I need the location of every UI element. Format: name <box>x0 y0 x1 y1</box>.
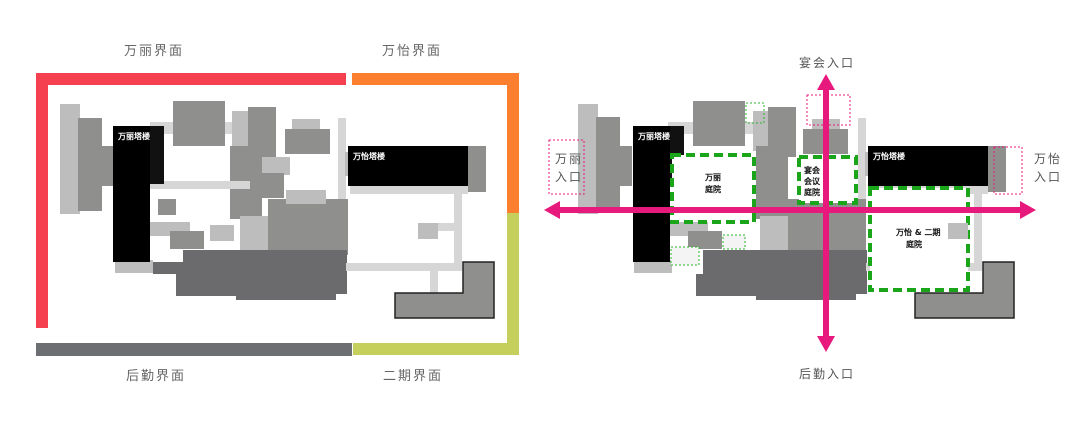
path <box>974 190 982 270</box>
dotted-green-mark <box>745 102 765 124</box>
wanli-interface-label: 万丽界面 <box>124 44 184 59</box>
light-mass <box>115 260 153 273</box>
mid-mass <box>618 146 632 186</box>
wanyi-tower <box>868 146 988 186</box>
mid-mass <box>262 173 284 198</box>
dark-mass <box>176 274 236 296</box>
mid-mass <box>78 118 102 211</box>
dark-mass <box>236 288 336 300</box>
light-mass <box>262 157 290 175</box>
light-mass <box>418 223 438 239</box>
light-mass <box>210 225 234 241</box>
light-mass <box>240 216 268 250</box>
wanyi-phase2-courtyard-label: 庭院 <box>906 239 922 249</box>
light-mass <box>286 190 326 204</box>
wanyi-entrance-label: 万怡 <box>1034 152 1062 166</box>
south-arrowhead <box>817 336 835 352</box>
left-site-plan: 万丽塔楼 万怡塔楼 <box>60 101 495 319</box>
mid-mass <box>170 231 204 249</box>
light-mass <box>634 260 672 273</box>
path <box>438 223 458 231</box>
wanyi-interface-edge <box>352 73 519 213</box>
wanli-courtyard-label: 庭院 <box>705 184 721 194</box>
mid-mass <box>596 117 620 211</box>
phase2-interface-edge <box>353 213 519 355</box>
dark-mass <box>756 288 856 300</box>
banquet-courtyard-label: 会议 <box>804 176 821 186</box>
light-mass <box>753 111 771 151</box>
wanyi-phase2-courtyard-label: 万怡 & 二期 <box>895 227 941 237</box>
mid-mass <box>173 101 225 146</box>
light-mass <box>232 111 250 151</box>
wanli-entrance-box <box>548 139 585 195</box>
light-mass <box>292 119 320 131</box>
wanli-interface-edge <box>36 73 346 328</box>
path <box>430 263 438 293</box>
mid-mass <box>268 199 348 255</box>
wanli-courtyard-label: 万丽 <box>704 173 721 182</box>
dotted-green-mark <box>670 246 700 266</box>
light-mass <box>948 223 968 239</box>
light-mass <box>578 104 598 214</box>
path <box>350 186 468 194</box>
rear-entrance-label: 后勤入口 <box>799 367 855 381</box>
left-panel: 万丽塔楼 万怡塔楼 万丽界面 万怡界面 后勤界面 二期界面 <box>36 44 519 384</box>
mid-mass <box>158 199 176 215</box>
rear-interface-label: 后勤界面 <box>126 369 186 384</box>
west-arrowhead <box>544 201 560 219</box>
dotted-green-mark <box>722 234 746 250</box>
path <box>346 263 462 271</box>
mid-mass <box>756 146 788 219</box>
banquet-courtyard-label: 宴会 <box>804 165 820 175</box>
banquet-entrance-label: 宴会入口 <box>799 55 855 70</box>
wanli-entrance-label: 万丽 <box>555 152 583 166</box>
right-site-plan: 万丽塔楼 万怡塔楼 <box>578 101 1015 319</box>
wanyi-tower <box>348 146 468 186</box>
path <box>338 118 346 268</box>
wanyi-tower-label: 万怡塔楼 <box>872 151 905 161</box>
east-arrowhead <box>1020 201 1036 219</box>
rear-interface-edge <box>36 343 352 356</box>
wanyi-entrance-label: 入口 <box>1034 170 1062 184</box>
light-mass <box>60 104 80 214</box>
wanli-entrance-label: 入口 <box>555 170 583 184</box>
wanyi-tower-label: 万怡塔楼 <box>352 151 385 161</box>
path <box>150 181 250 189</box>
wanli-tower-label: 万丽塔楼 <box>637 131 670 141</box>
wanyi-entrance-box <box>993 146 1023 195</box>
mid-mass <box>688 231 722 249</box>
wanyi-interface-label: 万怡界面 <box>382 44 442 59</box>
wanli-tower-label: 万丽塔楼 <box>117 131 150 141</box>
l-shaped-building <box>914 261 1015 319</box>
wanli-tower <box>113 126 150 262</box>
dark-mass <box>150 126 164 184</box>
phase2-interface-label: 二期界面 <box>383 369 443 384</box>
l-shaped-building <box>394 261 495 319</box>
dark-mass <box>153 262 183 274</box>
mid-mass <box>100 146 114 186</box>
path <box>858 118 866 268</box>
banquet-courtyard-label: 庭院 <box>804 187 820 197</box>
mid-mass <box>285 129 330 154</box>
mid-mass <box>693 101 745 146</box>
light-mass <box>760 216 788 250</box>
north-arrowhead <box>817 74 835 90</box>
mid-mass <box>988 146 1006 192</box>
dark-mass <box>696 274 756 296</box>
right-panel: 万丽塔楼 万怡塔楼 万丽 庭院 宴会 会议 庭院 万怡 & 二期 庭院 宴会 <box>544 55 1062 381</box>
mid-mass <box>468 146 486 192</box>
wanli-tower <box>633 126 670 262</box>
